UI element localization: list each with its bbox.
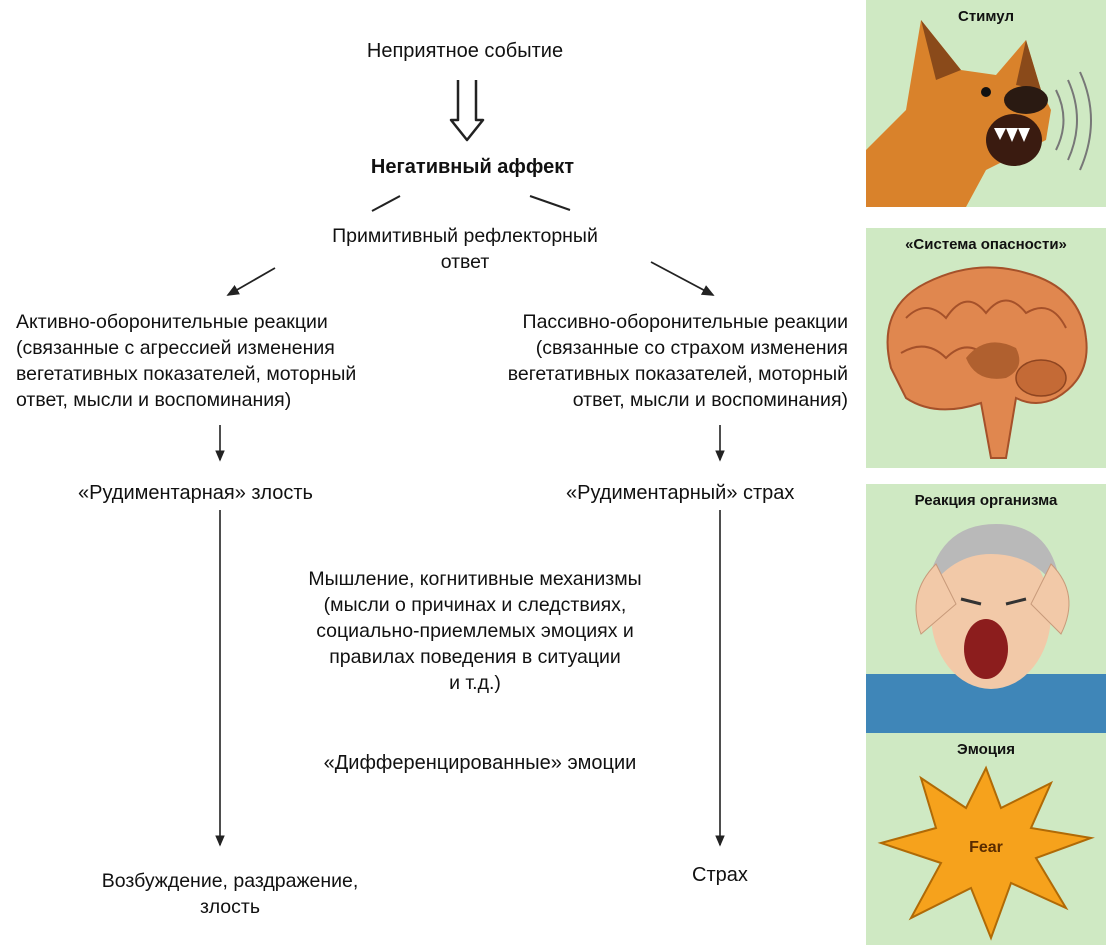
connector-lines xyxy=(215,80,725,847)
passive-line: (связанные со страхом изменения xyxy=(535,337,848,359)
active-line: ответ, мысли и воспоминания) xyxy=(16,389,292,411)
reflex-line: Примитивный рефлекторный xyxy=(332,225,598,247)
left-outcome-line: злость xyxy=(199,896,260,918)
stimulus-label: Стимул xyxy=(958,8,1014,25)
rudimentary-fear-node: «Рудиментарный» страх xyxy=(566,482,795,504)
right-outcome-node: Страх xyxy=(692,864,748,886)
passive-line: ответ, мысли и воспоминания) xyxy=(572,389,848,411)
angry-dog-icon xyxy=(866,20,1092,207)
body-reaction-label: Реакция организма xyxy=(914,492,1058,509)
active-line: (связанные с агрессией изменения xyxy=(16,337,335,359)
thinking-line: и т.д.) xyxy=(449,672,501,694)
thinking-line: Мышление, когнитивные механизмы xyxy=(308,568,642,590)
emotion-panel: Эмоция Fear xyxy=(866,733,1106,945)
passive-line: вегетативных показателей, моторный xyxy=(507,363,848,385)
thinking-line: правилах поведения в ситуации xyxy=(329,646,621,668)
active-defensive-node: Активно-оборонительные реакции (связанны… xyxy=(16,309,416,413)
active-line: Активно-оборонительные реакции xyxy=(16,311,328,333)
fear-burst-icon xyxy=(877,765,1095,941)
reflex-node: Примитивный рефлекторный ответ xyxy=(290,223,640,275)
thinking-node: Мышление, когнитивные механизмы (мысли о… xyxy=(265,566,685,696)
differentiated-emotions-node: «Дифференцированные» эмоции xyxy=(323,752,637,774)
arrow-to-active xyxy=(226,267,276,296)
emotion-label: Эмоция xyxy=(957,741,1015,758)
event-node: Неприятное событие xyxy=(366,40,564,62)
arrow-to-passive xyxy=(650,261,715,296)
split-line-right xyxy=(529,195,571,211)
rudimentary-anger-node: «Рудиментарная» злость xyxy=(78,482,313,504)
thinking-line: социально-приемлемых эмоциях и xyxy=(316,620,634,642)
hollow-down-arrow xyxy=(449,80,485,142)
danger-system-label: «Система опасности» xyxy=(905,236,1067,253)
thinking-line: (мысли о причинах и следствиях, xyxy=(323,594,627,616)
brain-icon xyxy=(886,266,1088,459)
passive-defensive-node: Пассивно-оборонительные реакции (связанн… xyxy=(440,309,848,413)
stimulus-panel: Стимул xyxy=(866,0,1106,207)
active-line: вегетативных показателей, моторный xyxy=(16,363,357,385)
passive-line: Пассивно-оборонительные реакции xyxy=(522,311,848,333)
affect-node: Негативный аффект xyxy=(370,156,575,178)
fear-burst-text: Fear xyxy=(969,839,1003,856)
danger-system-panel: «Система опасности» xyxy=(866,228,1106,468)
screaming-person-icon xyxy=(866,524,1106,734)
left-outcome-node: Возбуждение, раздражение, злость xyxy=(60,868,400,920)
split-line-left xyxy=(371,195,401,212)
left-outcome-line: Возбуждение, раздражение, xyxy=(101,870,359,892)
reflex-line: ответ xyxy=(440,251,490,273)
body-reaction-panel: Реакция организма xyxy=(866,484,1106,734)
